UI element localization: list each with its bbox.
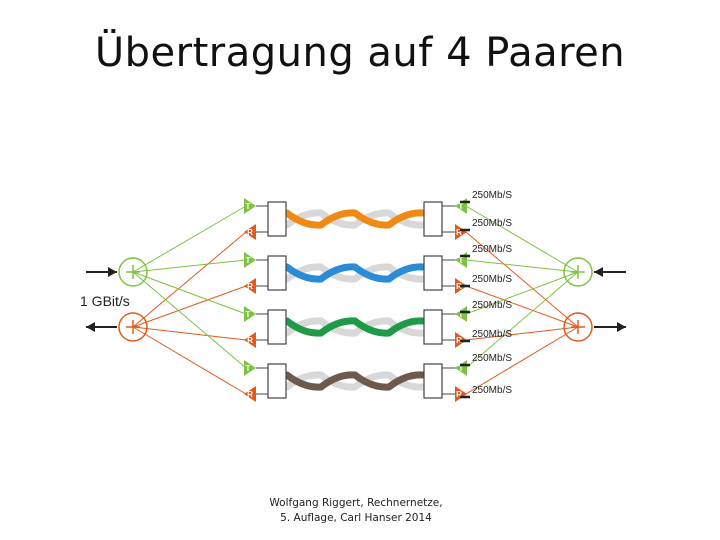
receive-amplifier-left-letter: R: [247, 282, 253, 291]
rate-label: 250Mb/S: [472, 385, 512, 396]
transmit-amplifier-left: [244, 360, 256, 376]
input-arrow-right-head: [594, 267, 603, 277]
rate-label: 250Mb/S: [472, 329, 512, 340]
slide-title: Übertragung auf 4 Paaren: [94, 30, 626, 76]
receive-amplifier-left-letter: R: [247, 228, 253, 237]
transmit-amplifier-left: [244, 252, 256, 268]
hybrid-box-right: [423, 255, 443, 291]
wire-right-rx: [465, 231, 579, 328]
rate-label: 250Mb/S: [472, 218, 512, 229]
transmit-amplifier-left: [244, 306, 256, 322]
speed-label: 1 GBit/s: [80, 293, 130, 309]
wire-left-tx: [132, 271, 247, 315]
transmit-amplifier-left-letter: T: [246, 364, 251, 373]
hybrid-box-right: [423, 201, 443, 237]
wire-right-tx: [465, 271, 579, 315]
wire-right-tx: [465, 271, 579, 369]
transmit-amplifier-left-letter: T: [246, 310, 251, 319]
source-caption: Wolfgang Riggert, Rechnernetze, 5. Aufla…: [236, 496, 476, 526]
cable-color-strand: [283, 317, 427, 337]
wire-left-tx: [132, 259, 247, 273]
hybrid-hubs: [86, 257, 626, 342]
receive-amplifier-left: [244, 278, 256, 294]
transmit-amplifier-left-letter: T: [246, 202, 251, 211]
input-arrow-left-head: [108, 267, 117, 277]
rate-label: 250Mb/S: [472, 244, 512, 255]
receive-amplifier-left-letter: R: [247, 390, 253, 399]
transmit-amplifier-left-letter: T: [246, 256, 251, 265]
wire-right-rx: [465, 326, 579, 395]
receive-amplifier-left-letter: R: [247, 336, 253, 345]
hybrid-box-left: [267, 255, 287, 291]
receive-amplifier-left: [244, 386, 256, 402]
receive-hub-right: [563, 312, 593, 342]
hybrid-wires: [132, 205, 579, 395]
receive-amplifier-right: [455, 386, 467, 402]
receive-amplifier-left: [244, 332, 256, 348]
receive-amplifier-right: [455, 224, 467, 240]
caption-line-1: Wolfgang Riggert, Rechnernetze,: [269, 497, 443, 509]
cable-color-strand: [283, 263, 427, 283]
receive-amplifier-right-letter: R: [456, 390, 462, 399]
wire-left-tx: [132, 271, 247, 369]
receive-amplifier-right-letter: R: [456, 282, 462, 291]
wire-left-rx: [132, 326, 247, 341]
hybrid-box-left: [267, 201, 287, 237]
transmit-hub-right: [563, 257, 593, 287]
receive-amplifier-left: [244, 224, 256, 240]
receive-amplifier-right-letter: R: [456, 228, 462, 237]
cable-color-strand: [283, 209, 427, 229]
transmit-amplifier-right: [455, 306, 467, 322]
wire-left-tx: [132, 205, 247, 273]
wire-left-rx: [132, 326, 247, 395]
transmit-amplifier-right-letter: T: [459, 256, 464, 265]
receive-hub-left: [118, 312, 148, 342]
rate-label: 250Mb/S: [472, 353, 512, 364]
transmit-amplifier-right-letter: T: [459, 310, 464, 319]
output-arrow-right-head: [617, 322, 626, 332]
wire-left-rx: [132, 231, 247, 328]
transmit-hub-left: [118, 257, 148, 287]
hybrid-box-right: [423, 363, 443, 399]
transmit-amplifier-right-letter: T: [459, 202, 464, 211]
hybrid-box-left: [267, 363, 287, 399]
cable-color-strand: [283, 371, 427, 391]
wire-right-rx: [465, 326, 579, 341]
rate-label: 250Mb/S: [472, 190, 512, 201]
hybrid-box-right: [423, 309, 443, 345]
wire-right-tx: [465, 205, 579, 273]
output-arrow-left-head: [86, 322, 95, 332]
rate-labels: 250Mb/S 250Mb/S 250Mb/S 250Mb/S 250Mb/S 250Mb…: [460, 190, 512, 399]
hybrid-boxes: [255, 201, 456, 399]
hybrid-box-left: [267, 309, 287, 345]
wire-left-rx: [132, 285, 247, 328]
transmit-amplifier-right-letter: T: [459, 364, 464, 373]
rate-label: 250Mb/S: [472, 300, 512, 311]
wire-right-rx: [465, 285, 579, 328]
twisted-pair-cables: [283, 209, 427, 391]
receive-amplifier-right-letter: R: [456, 336, 462, 345]
caption-line-2: 5. Auflage, Carl Hanser 2014: [280, 512, 432, 524]
transmit-amplifier-left: [244, 198, 256, 214]
rate-label: 250Mb/S: [472, 274, 512, 285]
wire-right-tx: [465, 259, 579, 273]
